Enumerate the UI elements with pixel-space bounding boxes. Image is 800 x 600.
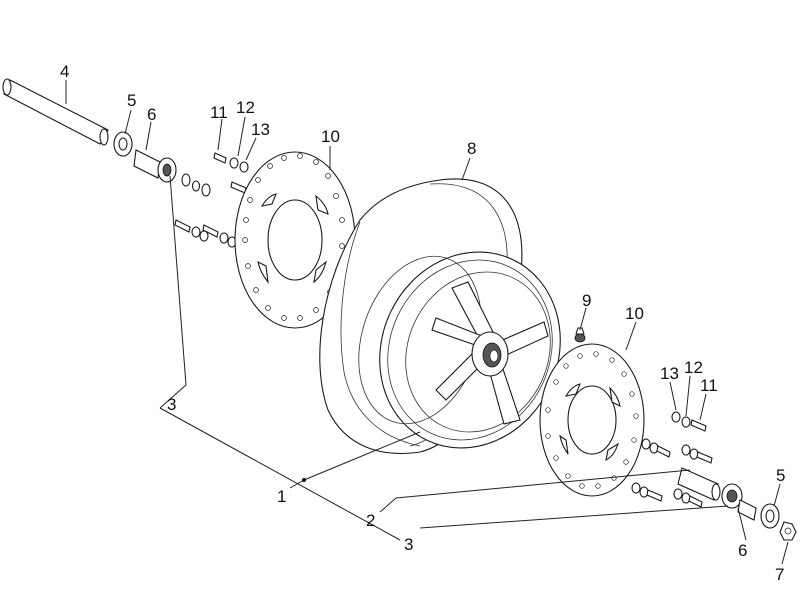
callout-10-left: 10: [321, 127, 340, 146]
callout-1: 1: [277, 487, 286, 506]
callout-12-right: 12: [684, 358, 703, 377]
callout-8: 8: [467, 139, 476, 158]
left-seal-part: [113, 131, 133, 157]
callout-4: 4: [60, 62, 69, 81]
right-brake-disc-part: [539, 343, 645, 497]
reference-dot: [302, 478, 306, 482]
callout-labels: 4 5 6 11 12 13 10 8 9 10 13 12 11 3 1 2 …: [60, 62, 785, 584]
right-bearing-part: [721, 483, 757, 521]
callout-5-left: 5: [127, 91, 136, 110]
callout-5-right: 5: [776, 466, 785, 485]
callout-11-right: 11: [700, 376, 718, 395]
callout-3-left: 3: [167, 395, 176, 414]
axle-nut-part: [779, 521, 797, 541]
callout-13-left: 13: [251, 120, 270, 139]
callout-2: 2: [366, 511, 375, 530]
left-bearing-part: [133, 149, 177, 183]
callout-12-left: 12: [236, 98, 255, 117]
callout-7: 7: [775, 565, 784, 584]
callout-6-left: 6: [147, 105, 156, 124]
valve-part: [574, 327, 586, 343]
callout-6-right: 6: [738, 541, 747, 560]
left-brake-disc-part: [234, 151, 356, 329]
rim-part: [358, 251, 561, 449]
right-hardware-group: [631, 411, 721, 508]
callout-10-right: 10: [625, 304, 644, 323]
right-seal-part: [760, 503, 780, 529]
callout-13-right: 13: [660, 364, 679, 383]
axle-part: [2, 78, 109, 146]
callout-3-right: 3: [404, 535, 413, 554]
leader-lines: [65, 80, 789, 565]
callout-9: 9: [582, 291, 591, 310]
callout-11-left: 11: [210, 103, 228, 122]
